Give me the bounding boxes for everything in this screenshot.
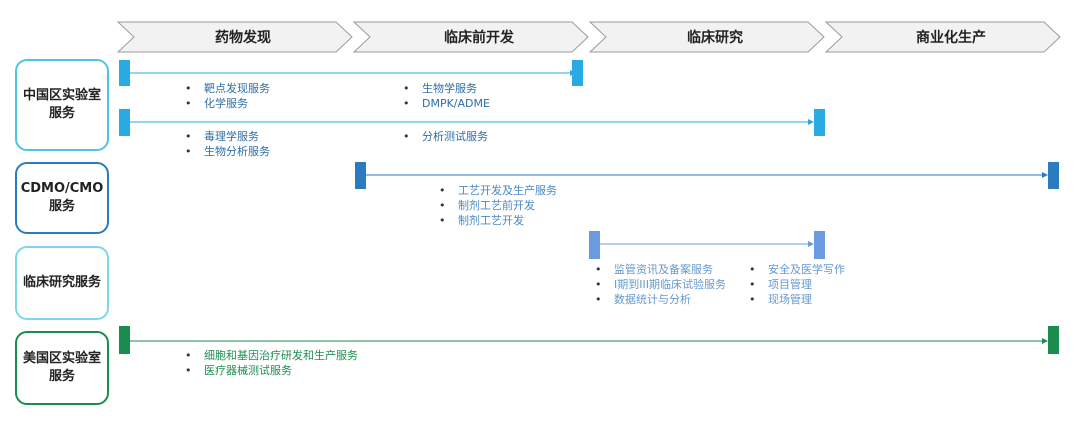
phase-label-3: 临床研究 (687, 29, 743, 46)
list-item: 化学服务 (182, 96, 270, 111)
category-clinical-line-1: 临床研究服务 (22, 275, 101, 290)
list-item: 细胞和基因治疗研发和生产服务 (182, 348, 358, 363)
category-cdmo: CDMO/CMO 服务 (15, 162, 109, 234)
phase-chevron-3: 临床研究 (588, 21, 825, 53)
phase-chevron-2: 临床前开发 (352, 21, 589, 53)
cdmo-list: 工艺开发及生产服务 制剂工艺前开发 制剂工艺开发 (436, 183, 557, 228)
category-cdmo-line-2: 服务 (48, 199, 75, 214)
clinical-right-list: 安全及医学写作 项目管理 现场管理 (746, 262, 845, 307)
list-item: DMPK/ADME (400, 96, 490, 111)
list-item: 监管资讯及备案服务 (592, 262, 726, 277)
china-lab-timeline-1 (119, 60, 583, 86)
phase-chevron-4: 商业化生产 (824, 21, 1061, 53)
china-lab-timeline-2 (119, 109, 825, 136)
china-row1-right-list: 生物学服务 DMPK/ADME (400, 81, 490, 111)
list-item: 生物学服务 (400, 81, 490, 96)
cdmo-timeline (355, 162, 1059, 189)
list-item: 现场管理 (746, 292, 845, 307)
list-item: 制剂工艺前开发 (436, 198, 557, 213)
us-list: 细胞和基因治疗研发和生产服务 医疗器械测试服务 (182, 348, 358, 378)
china-row2-left-list: 毒理学服务 生物分析服务 (182, 129, 270, 159)
category-us-lab-line-2: 服务 (48, 369, 75, 384)
category-us-lab: 美国区实验室 服务 (15, 331, 109, 405)
us-lab-timeline (119, 326, 1059, 354)
list-item: I期到III期临床试验服务 (592, 277, 726, 292)
category-clinical: 临床研究服务 (15, 246, 109, 320)
list-item: 医疗器械测试服务 (182, 363, 358, 378)
category-china-lab: 中国区实验室 服务 (15, 59, 109, 151)
china-row1-left-list: 靶点发现服务 化学服务 (182, 81, 270, 111)
list-item: 制剂工艺开发 (436, 213, 557, 228)
phase-label-4: 商业化生产 (916, 29, 986, 46)
list-item: 数据统计与分析 (592, 292, 726, 307)
china-row2-right-list: 分析测试服务 (400, 129, 488, 144)
category-cdmo-line-1: CDMO/CMO (20, 181, 104, 196)
category-china-lab-line-2: 服务 (48, 106, 75, 121)
list-item: 分析测试服务 (400, 129, 488, 144)
list-item: 项目管理 (746, 277, 845, 292)
list-item: 毒理学服务 (182, 129, 270, 144)
clinical-timeline (589, 231, 825, 259)
category-china-lab-line-1: 中国区实验室 (22, 88, 101, 103)
category-us-lab-line-1: 美国区实验室 (22, 351, 101, 366)
list-item: 安全及医学写作 (746, 262, 845, 277)
list-item: 靶点发现服务 (182, 81, 270, 96)
list-item: 生物分析服务 (182, 144, 270, 159)
phase-label-2: 临床前开发 (444, 29, 515, 46)
phase-chevron-1: 药物发现 (116, 21, 353, 53)
phase-label-1: 药物发现 (215, 29, 271, 46)
list-item: 工艺开发及生产服务 (436, 183, 557, 198)
clinical-left-list: 监管资讯及备案服务 I期到III期临床试验服务 数据统计与分析 (592, 262, 726, 307)
